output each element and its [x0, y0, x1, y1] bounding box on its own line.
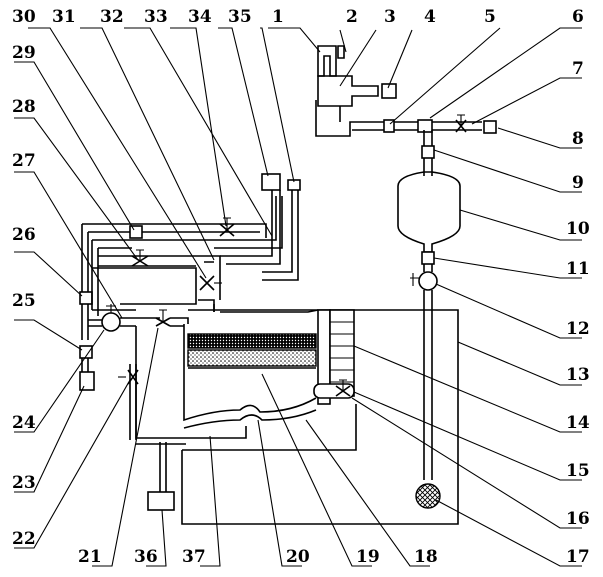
label-6: 6 [572, 7, 584, 27]
label-23: 23 [12, 473, 36, 493]
label-26: 26 [12, 225, 36, 245]
label-19: 19 [356, 547, 380, 567]
label-12: 12 [566, 319, 590, 339]
label-20: 20 [286, 547, 310, 567]
main-tank [181, 309, 459, 525]
label-21: 21 [78, 547, 102, 567]
filter-bed [187, 333, 317, 369]
label-5: 5 [484, 7, 496, 27]
label-11: 11 [566, 259, 590, 279]
label-18: 18 [414, 547, 438, 567]
label-32: 32 [100, 7, 124, 27]
label-15: 15 [566, 461, 590, 481]
label-30: 30 [12, 7, 36, 27]
label-14: 14 [566, 413, 590, 433]
label-37: 37 [182, 547, 206, 567]
label-13: 13 [566, 365, 590, 385]
label-4: 4 [424, 7, 436, 27]
label-10: 10 [566, 219, 590, 239]
label-33: 33 [144, 7, 168, 27]
label-25: 25 [12, 291, 36, 311]
label-9: 9 [572, 173, 584, 193]
part-labels: 1 2 3 4 5 6 7 8 9 10 11 12 13 14 15 16 1… [12, 7, 590, 567]
label-27: 27 [12, 151, 36, 171]
feed-column [397, 130, 461, 509]
label-17: 17 [566, 547, 590, 567]
gas-source-unit [315, 45, 497, 137]
leader-lines [14, 27, 582, 567]
label-8: 8 [572, 129, 584, 149]
label-35: 35 [228, 7, 252, 27]
label-31: 31 [52, 7, 76, 27]
label-2: 2 [346, 7, 358, 27]
label-36: 36 [134, 547, 158, 567]
label-3: 3 [384, 7, 396, 27]
label-29: 29 [12, 43, 36, 63]
left-piping [79, 173, 319, 440]
label-1: 1 [272, 7, 284, 27]
label-7: 7 [572, 59, 584, 79]
label-28: 28 [12, 97, 36, 117]
label-16: 16 [566, 509, 590, 529]
label-34: 34 [188, 7, 212, 27]
label-22: 22 [12, 529, 36, 549]
label-24: 24 [12, 413, 36, 433]
